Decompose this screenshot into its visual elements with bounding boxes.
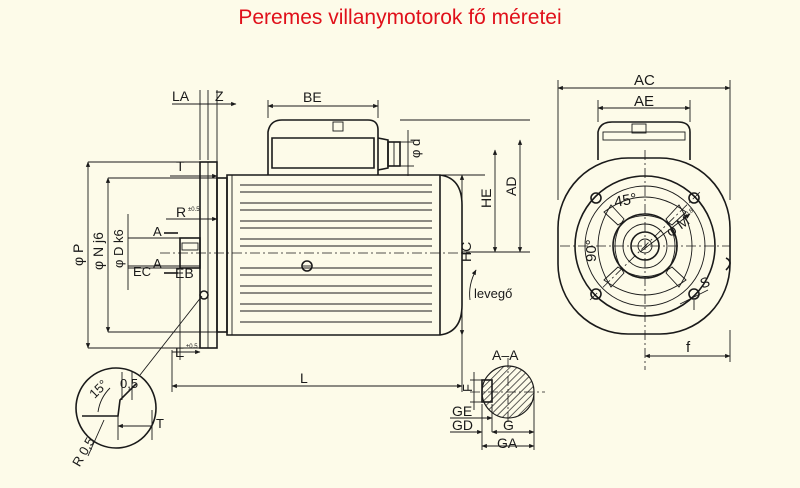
label-EB: EB (175, 265, 194, 281)
cooling-fins (240, 184, 432, 323)
label-G: G (503, 417, 514, 433)
label-AD: AD (503, 177, 519, 196)
label-d: φ d (408, 139, 423, 158)
section-AA (450, 358, 545, 450)
label-Z: Z (215, 88, 224, 104)
label-E-tolerance: ±0.5 (186, 344, 198, 350)
label-R: R (176, 204, 186, 220)
detail-view (75, 295, 203, 457)
detail-labels: 15° 0,5 T R 0,5 (69, 376, 164, 469)
label-angle-45: 45° (613, 190, 638, 211)
label-EC: EC (133, 264, 151, 279)
label-detail-05: 0,5 (120, 376, 138, 391)
label-detail-R: R 0,5 (69, 435, 98, 469)
label-AE: AE (634, 93, 654, 110)
label-f: f (686, 339, 691, 356)
label-angle-90: 90° (583, 239, 600, 262)
terminal-box (267, 119, 379, 175)
label-LA: LA (172, 88, 190, 104)
section-labels: A–A F GE GD G GA (452, 347, 519, 451)
cable-gland (377, 137, 389, 171)
bolt-hole (688, 192, 700, 204)
label-GD: GD (452, 417, 473, 433)
label-GA: GA (497, 435, 518, 451)
label-F: F (460, 384, 475, 392)
label-section-AA: A–A (492, 347, 519, 363)
label-D: φ D k6 (111, 229, 126, 268)
label-BE: BE (303, 89, 322, 105)
label-T: T (176, 158, 185, 174)
label-A-lower: A (153, 256, 162, 271)
label-A-upper: A (153, 224, 162, 239)
label-HE: HE (478, 189, 494, 208)
flange-spigot (216, 177, 228, 333)
label-GE: GE (452, 403, 472, 419)
label-L: L (300, 370, 308, 386)
label-E: E (175, 344, 184, 360)
label-AC: AC (634, 72, 655, 89)
label-N: φ N j6 (90, 232, 106, 270)
front-view (557, 121, 731, 370)
front-dimensions (557, 80, 731, 362)
side-view (160, 119, 470, 349)
front-labels: AC AE 45° 90° φ M ±0.8 S f (583, 72, 712, 356)
side-dimensions (85, 90, 530, 392)
label-airflow: levegő (474, 286, 512, 301)
label-HC: HC (458, 242, 474, 262)
flange-plate (199, 161, 218, 349)
page-title: Peremes villanymotorok fő méretei (238, 6, 562, 29)
detail-circle (75, 367, 157, 449)
label-P: φ P (70, 244, 86, 266)
bolt-hole (590, 288, 602, 300)
label-detail-T: T (156, 416, 164, 431)
side-labels: LA Z BE T R ±0.5 A A φ P φ N j6 φ D k6 E… (70, 88, 519, 386)
bolt-hole (590, 192, 602, 204)
label-R-tolerance: ±0.5 (188, 207, 200, 213)
label-detail-15: 15° (86, 377, 111, 402)
nameplate-screw (301, 260, 313, 272)
front-terminal-box (597, 121, 691, 160)
label-M-tolerance: ±0.8 (682, 208, 696, 220)
